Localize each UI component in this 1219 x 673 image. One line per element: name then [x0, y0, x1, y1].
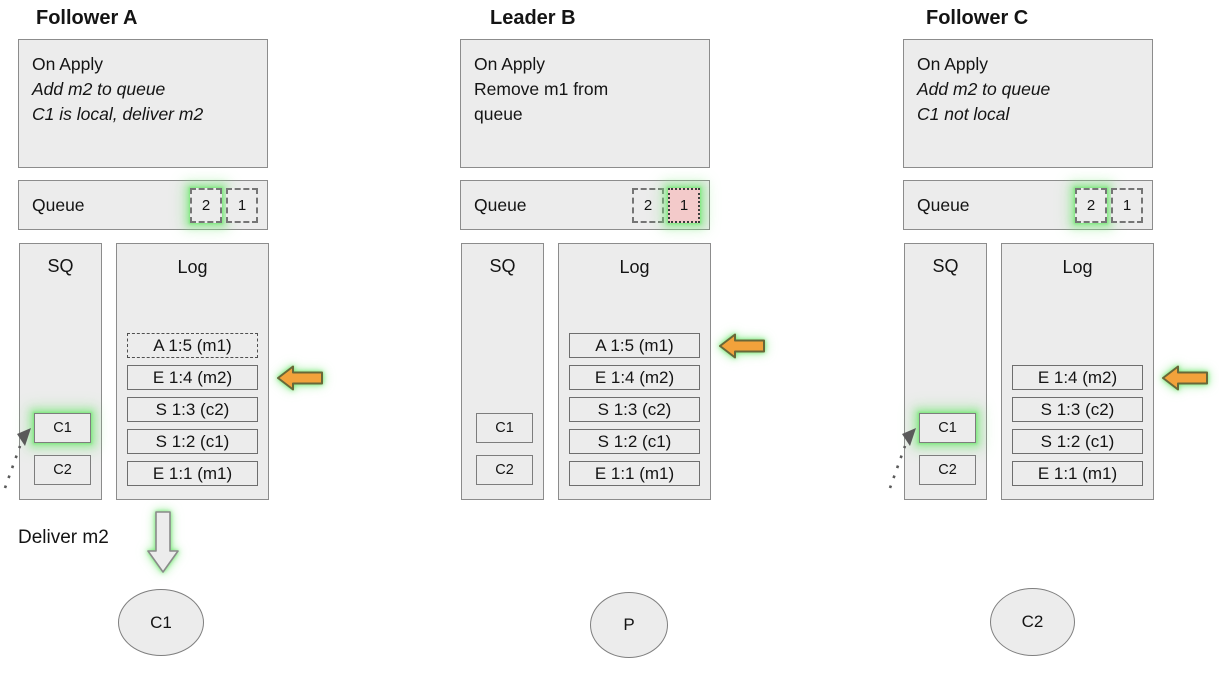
session-queue-label: SQ: [47, 256, 74, 276]
sq-item-c1: C1: [919, 413, 976, 443]
client-node-c1: C1: [118, 589, 204, 656]
queue-items: 2 1: [632, 187, 700, 223]
on-apply-box: On Apply Add m2 to queue C1 is local, de…: [18, 39, 268, 168]
on-apply-line: Remove m1 from: [474, 79, 609, 99]
queue-item-2: 2: [1075, 187, 1107, 223]
queue-item-1: 1: [1111, 187, 1143, 223]
log-label: Log: [1062, 257, 1093, 277]
queue-label: Queue: [474, 194, 527, 215]
deliver-label: Deliver m2: [18, 527, 109, 548]
queue-box: Queue 2 1: [460, 180, 710, 230]
on-apply-line: C1 is local, deliver m2: [32, 104, 204, 124]
sq-item-c2: C2: [476, 455, 533, 485]
log-entry: A 1:5 (m1): [569, 333, 700, 358]
column-title: Follower C: [926, 7, 1029, 29]
sq-item-c2: C2: [34, 455, 91, 485]
on-apply-line: On Apply: [917, 54, 989, 74]
sq-item-c1: C1: [476, 413, 533, 443]
on-apply-box: On Apply Add m2 to queue C1 not local: [903, 39, 1153, 168]
log-label: Log: [619, 257, 650, 277]
on-apply-line: queue: [474, 104, 523, 124]
on-apply-line: Add m2 to queue: [917, 79, 1051, 99]
log-box: Log A 1:5 (m1) E 1:4 (m2) S 1:3 (c2) S 1…: [558, 243, 711, 500]
column-title: Follower A: [36, 7, 138, 29]
queue-box: Queue 2 1: [18, 180, 268, 230]
apply-pointer-arrow-icon: [1162, 365, 1208, 391]
apply-pointer-arrow-icon: [277, 365, 323, 391]
log-entry: E 1:4 (m2): [569, 365, 700, 390]
on-apply-box: On Apply Remove m1 from queue: [460, 39, 710, 168]
log-entry: E 1:1 (m1): [1012, 461, 1143, 486]
session-queue-label: SQ: [489, 256, 516, 276]
on-apply-line: Add m2 to queue: [32, 79, 166, 99]
queue-item-2: 2: [632, 187, 664, 223]
queue-box: Queue 2 1: [903, 180, 1153, 230]
column-leader-b: Leader B On Apply Remove m1 from queue Q…: [460, 0, 765, 673]
sq-item-c1: C1: [34, 413, 91, 443]
session-queue-box: SQ C1 C2: [19, 243, 102, 500]
log-label: Log: [177, 257, 208, 277]
queue-items: 2 1: [1075, 187, 1143, 223]
log-entry: S 1:2 (c1): [569, 429, 700, 454]
log-entry: S 1:2 (c1): [127, 429, 258, 454]
queue-label: Queue: [917, 194, 970, 215]
log-entry: E 1:1 (m1): [569, 461, 700, 486]
session-queue-box: SQ C1 C2: [904, 243, 987, 500]
queue-items: 2 1: [190, 187, 258, 223]
local-session-dotted-arrow-icon: [3, 428, 31, 489]
proposer-node-p: P: [590, 592, 668, 658]
log-box: Log E 1:4 (m2) S 1:3 (c2) S 1:2 (c1) E 1…: [1001, 243, 1154, 500]
deliver-arrow-icon: [147, 511, 179, 573]
log-entry: S 1:3 (c2): [127, 397, 258, 422]
column-follower-a: Follower A On Apply Add m2 to queue C1 i…: [3, 0, 323, 673]
log-entries: E 1:4 (m2) S 1:3 (c2) S 1:2 (c1) E 1:1 (…: [1012, 365, 1143, 486]
column-follower-c: Follower C On Apply Add m2 to queue C1 n…: [888, 0, 1208, 673]
column-title: Leader B: [490, 7, 576, 29]
log-entry: S 1:3 (c2): [1012, 397, 1143, 422]
session-queue-items: C1 C2: [476, 413, 533, 485]
session-queue-box: SQ C1 C2: [461, 243, 544, 500]
log-entry: S 1:2 (c1): [1012, 429, 1143, 454]
client-node-c2: C2: [990, 588, 1075, 656]
apply-pointer-arrow-icon: [719, 333, 765, 359]
on-apply-line: On Apply: [32, 54, 104, 74]
log-entry: E 1:4 (m2): [127, 365, 258, 390]
local-session-dotted-arrow-icon: [888, 428, 916, 489]
session-queue-label: SQ: [932, 256, 959, 276]
queue-label: Queue: [32, 194, 85, 215]
log-entry: E 1:4 (m2): [1012, 365, 1143, 390]
log-entry: A 1:5 (m1): [127, 333, 258, 358]
log-entry: S 1:3 (c2): [569, 397, 700, 422]
log-box: Log A 1:5 (m1) E 1:4 (m2) S 1:3 (c2) S 1…: [116, 243, 269, 500]
queue-item-2: 2: [190, 187, 222, 223]
log-entries: A 1:5 (m1) E 1:4 (m2) S 1:3 (c2) S 1:2 (…: [569, 333, 700, 486]
queue-item-1-removed: 1: [668, 187, 700, 223]
sq-item-c2: C2: [919, 455, 976, 485]
on-apply-line: On Apply: [474, 54, 546, 74]
on-apply-line: C1 not local: [917, 104, 1010, 124]
log-entry: E 1:1 (m1): [127, 461, 258, 486]
log-entries: A 1:5 (m1) E 1:4 (m2) S 1:3 (c2) S 1:2 (…: [127, 333, 258, 486]
queue-item-1: 1: [226, 187, 258, 223]
session-queue-items: C1 C2: [919, 413, 976, 485]
session-queue-items: C1 C2: [34, 413, 91, 485]
